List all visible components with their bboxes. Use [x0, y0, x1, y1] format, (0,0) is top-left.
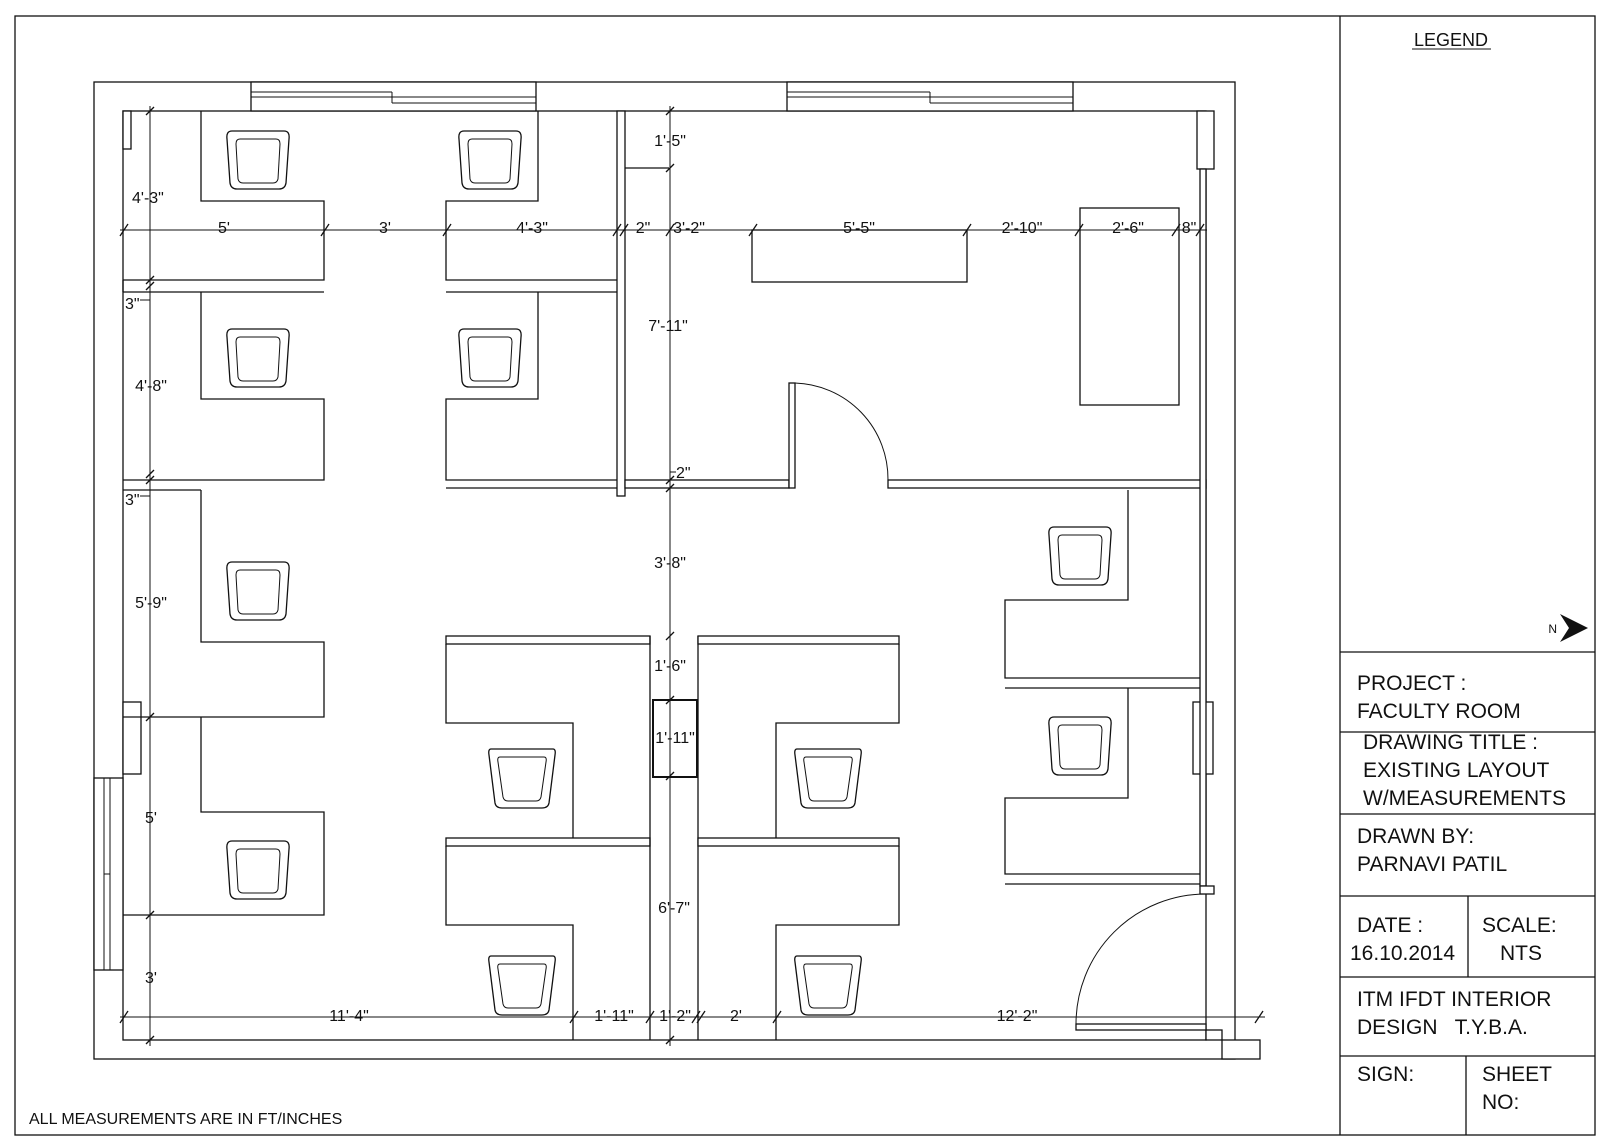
chair — [458, 328, 522, 388]
drawing-title-line1: EXISTING LAYOUT — [1363, 759, 1549, 782]
center-pillar — [652, 699, 698, 778]
project-value: FACULTY ROOM — [1357, 700, 1521, 723]
scale-label: SCALE: — [1482, 914, 1557, 937]
dim-3-2: 3'-2" — [673, 220, 705, 237]
dim-11-4: 11'-4" — [329, 1008, 369, 1025]
dim-3-lower: 3' — [145, 970, 157, 987]
window-top-left — [250, 81, 537, 112]
entry-door — [1075, 885, 1215, 1031]
cabin-table — [751, 229, 968, 283]
window-left — [93, 777, 124, 971]
dim-5-5: 5'-5" — [843, 220, 875, 237]
dim-5-lower: 5' — [145, 810, 157, 827]
drawing-title-line2: W/MEASUREMENTS — [1363, 787, 1566, 810]
drawn-by-value: PARNAVI PATIL — [1357, 853, 1507, 876]
chair — [488, 955, 556, 1016]
dim-5-9: 5'-9" — [135, 595, 167, 612]
dim-4-3-mid: 4'-3" — [516, 220, 548, 237]
workstations-mid — [445, 111, 617, 489]
dim-7-11: 7'-11" — [648, 318, 688, 335]
institute-line2: DESIGN T.Y.B.A. — [1357, 1016, 1528, 1039]
sheet-border — [14, 15, 1596, 1136]
dim-8: 8" — [1182, 220, 1197, 237]
sign-label: SIGN: — [1357, 1063, 1414, 1086]
dim-5: 5' — [218, 220, 230, 237]
workstations-right — [1004, 490, 1200, 885]
chair — [226, 561, 290, 621]
north-label: N — [1548, 622, 1557, 636]
sheet-no-label: NO: — [1482, 1091, 1519, 1114]
dim-1-11-bottom: 1'-11" — [594, 1008, 634, 1025]
institute-line1: ITM IFDT INTERIOR — [1357, 988, 1551, 1011]
dim-1-5: 1'-5" — [654, 133, 686, 150]
chair — [488, 748, 556, 809]
chair — [226, 130, 290, 190]
dim-2-6: 2'-6" — [1112, 220, 1144, 237]
date-label: DATE : — [1357, 914, 1423, 937]
dim-6-7: 6'-7" — [658, 900, 690, 917]
floor-plan: 4'-3" 5' 3' 4'-3" 2" 3'-2" 5'-5" 2'-10" … — [93, 81, 1265, 1060]
dim-4-8: 4'-8" — [135, 378, 167, 395]
dim-4-3-left: 4'-3" — [132, 190, 164, 207]
dim-1-6: 1'-6" — [654, 658, 686, 675]
cabin-cabinet — [1079, 207, 1180, 406]
workstations-left — [122, 111, 325, 916]
drawn-by-label: DRAWN BY: — [1357, 825, 1474, 848]
dim-12-2: 12'-2" — [997, 1008, 1038, 1025]
chair — [1048, 526, 1112, 586]
chair — [458, 130, 522, 190]
dimension-lines — [119, 106, 1265, 1046]
dim-1-11-mid: 1'-11" — [655, 730, 695, 747]
north-arrow-icon: N — [1548, 614, 1588, 642]
chair — [1048, 716, 1112, 776]
dim-1-2: 1'-2" — [659, 1008, 691, 1025]
scale-value: NTS — [1500, 942, 1542, 965]
dim-2-top: 2" — [636, 220, 651, 237]
window-top-right — [786, 81, 1074, 112]
chair — [794, 748, 862, 809]
project-label: PROJECT : — [1357, 672, 1466, 695]
dim-3-8: 3'-8" — [654, 555, 686, 572]
workstations-center — [445, 635, 900, 1040]
chair — [226, 840, 290, 900]
dim-3: 3' — [379, 220, 391, 237]
sheet-label: SHEET — [1482, 1063, 1552, 1086]
footnote: ALL MEASUREMENTS ARE IN FT/INCHES — [29, 1111, 342, 1128]
drawing-title-label: DRAWING TITLE : — [1363, 731, 1538, 754]
cabin-door — [788, 382, 889, 489]
dim-2-10: 2'-10" — [1002, 220, 1043, 237]
chair — [226, 328, 290, 388]
chairs — [226, 130, 1112, 1016]
date-value: 16.10.2014 — [1350, 942, 1455, 965]
chair — [794, 955, 862, 1016]
dim-3in-a: 3" — [125, 296, 140, 313]
dim-3in-b: 3" — [125, 492, 140, 509]
legend-title: LEGEND — [1414, 30, 1488, 50]
dim-2-mid: 2" — [676, 465, 691, 482]
outer-wall — [93, 81, 1236, 1060]
dim-2-bottom: 2' — [730, 1008, 742, 1025]
